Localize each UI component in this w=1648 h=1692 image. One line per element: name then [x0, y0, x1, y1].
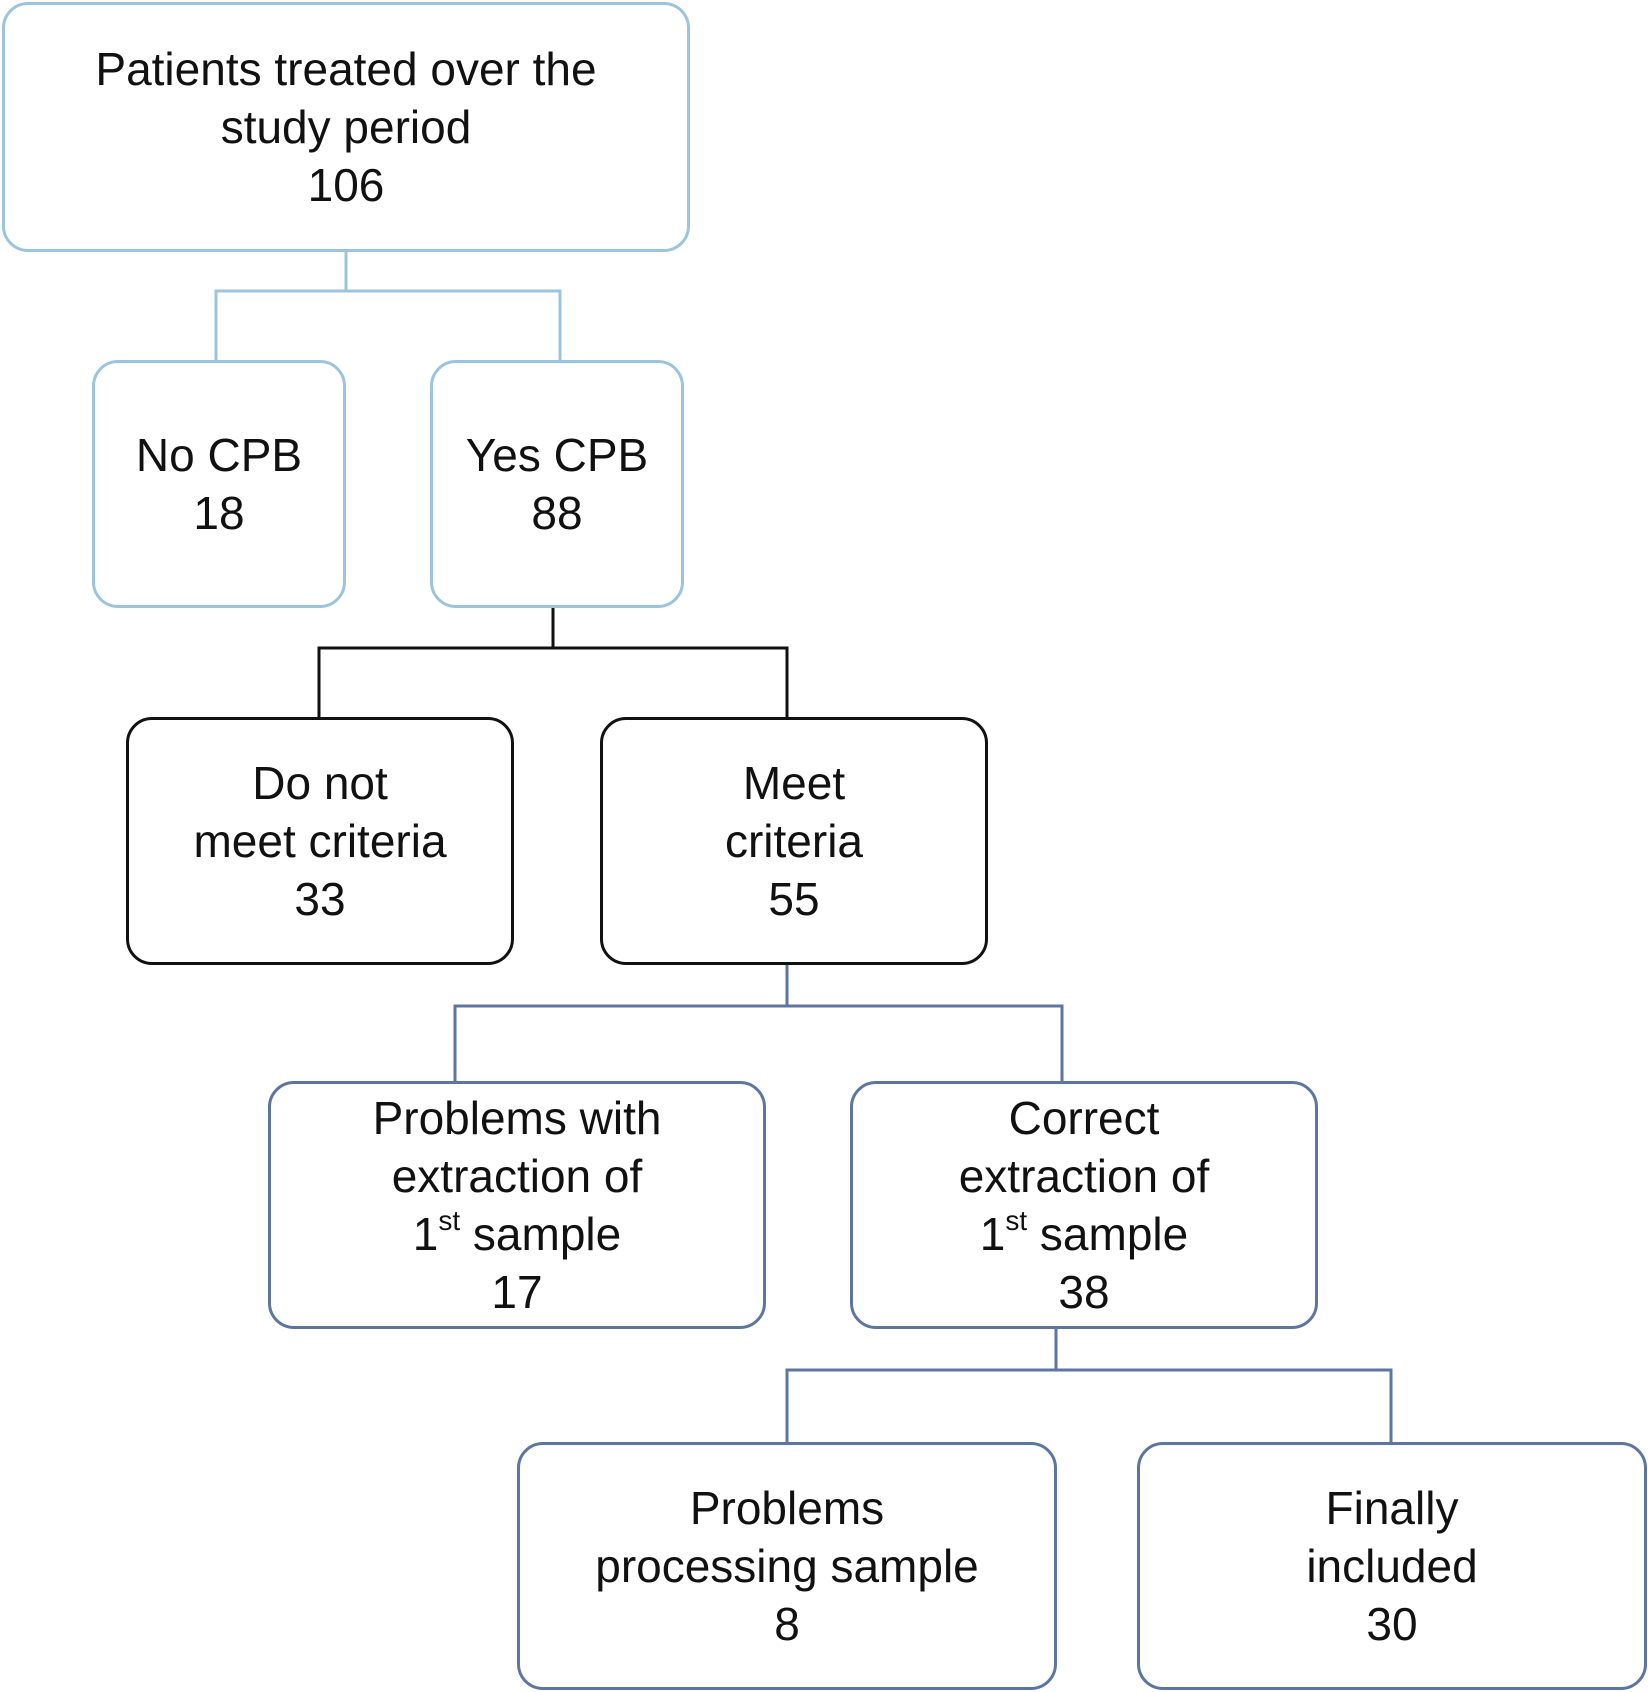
node-label-line: 1st sample: [980, 1205, 1188, 1263]
node-label-line: included: [1306, 1540, 1478, 1592]
node-label-line: meet criteria: [193, 815, 447, 867]
node-finally-included: Finally included 30: [1137, 1442, 1647, 1690]
ordinal-suffix: st: [1005, 1205, 1028, 1236]
node-label-line: Problems: [689, 1482, 885, 1534]
ordinal-number: 1: [412, 1208, 439, 1260]
connector-meet-to-extraction: [453, 965, 789, 1082]
connector-yes-cpb-to-criteria: [317, 608, 555, 718]
node-count: 30: [1366, 1598, 1418, 1650]
node-yes-cpb: Yes CPB 88: [430, 360, 684, 608]
ordinal-number: 1: [979, 1208, 1006, 1260]
node-label-line: Finally: [1325, 1482, 1459, 1534]
node-label-line: Patients treated over the: [95, 43, 597, 95]
node-count: 17: [491, 1266, 543, 1318]
node-label-line: Yes CPB: [465, 429, 649, 481]
node-label-line: extraction of: [391, 1150, 643, 1202]
node-count: 33: [294, 873, 346, 925]
node-count: 106: [307, 159, 385, 211]
node-label-line: 1st sample: [413, 1205, 621, 1263]
node-do-not-meet-criteria: Do not meet criteria 33: [126, 717, 514, 965]
connector-yes-cpb-to-meet: [553, 646, 789, 718]
node-label-line: criteria: [724, 815, 864, 867]
connector-correct-to-processing: [785, 1329, 1058, 1443]
connector-total-to-yes-cpb: [346, 289, 562, 361]
connector-total-to-cpb: [214, 251, 348, 361]
node-meet-criteria: Meet criteria 55: [600, 717, 988, 965]
node-problems-processing: Problems processing sample 8: [517, 1442, 1057, 1690]
ordinal-suffix: st: [438, 1205, 461, 1236]
node-problems-extraction: Problems with extraction of 1st sample 1…: [268, 1081, 766, 1329]
ordinal-rest: sample: [1027, 1208, 1189, 1260]
node-count: 38: [1058, 1266, 1110, 1318]
connector-meet-to-correct: [787, 1004, 1064, 1082]
node-count: 88: [531, 487, 583, 539]
node-count: 55: [768, 873, 820, 925]
node-label-line: Do not: [252, 757, 388, 809]
node-count: 18: [193, 487, 245, 539]
node-patients-treated: Patients treated over the study period 1…: [2, 2, 690, 252]
node-label-line: study period: [220, 101, 472, 153]
ordinal-rest: sample: [460, 1208, 622, 1260]
node-label-line: processing sample: [595, 1540, 979, 1592]
node-no-cpb: No CPB 18: [92, 360, 346, 608]
node-label-line: extraction of: [958, 1150, 1210, 1202]
node-count: 8: [774, 1598, 800, 1650]
node-label-line: No CPB: [135, 429, 303, 481]
node-label-line: Problems with: [372, 1092, 662, 1144]
connector-correct-to-included: [1056, 1368, 1393, 1443]
node-label-line: Correct: [1008, 1092, 1160, 1144]
node-label-line: Meet: [742, 757, 846, 809]
node-correct-extraction: Correct extraction of 1st sample 38: [850, 1081, 1318, 1329]
